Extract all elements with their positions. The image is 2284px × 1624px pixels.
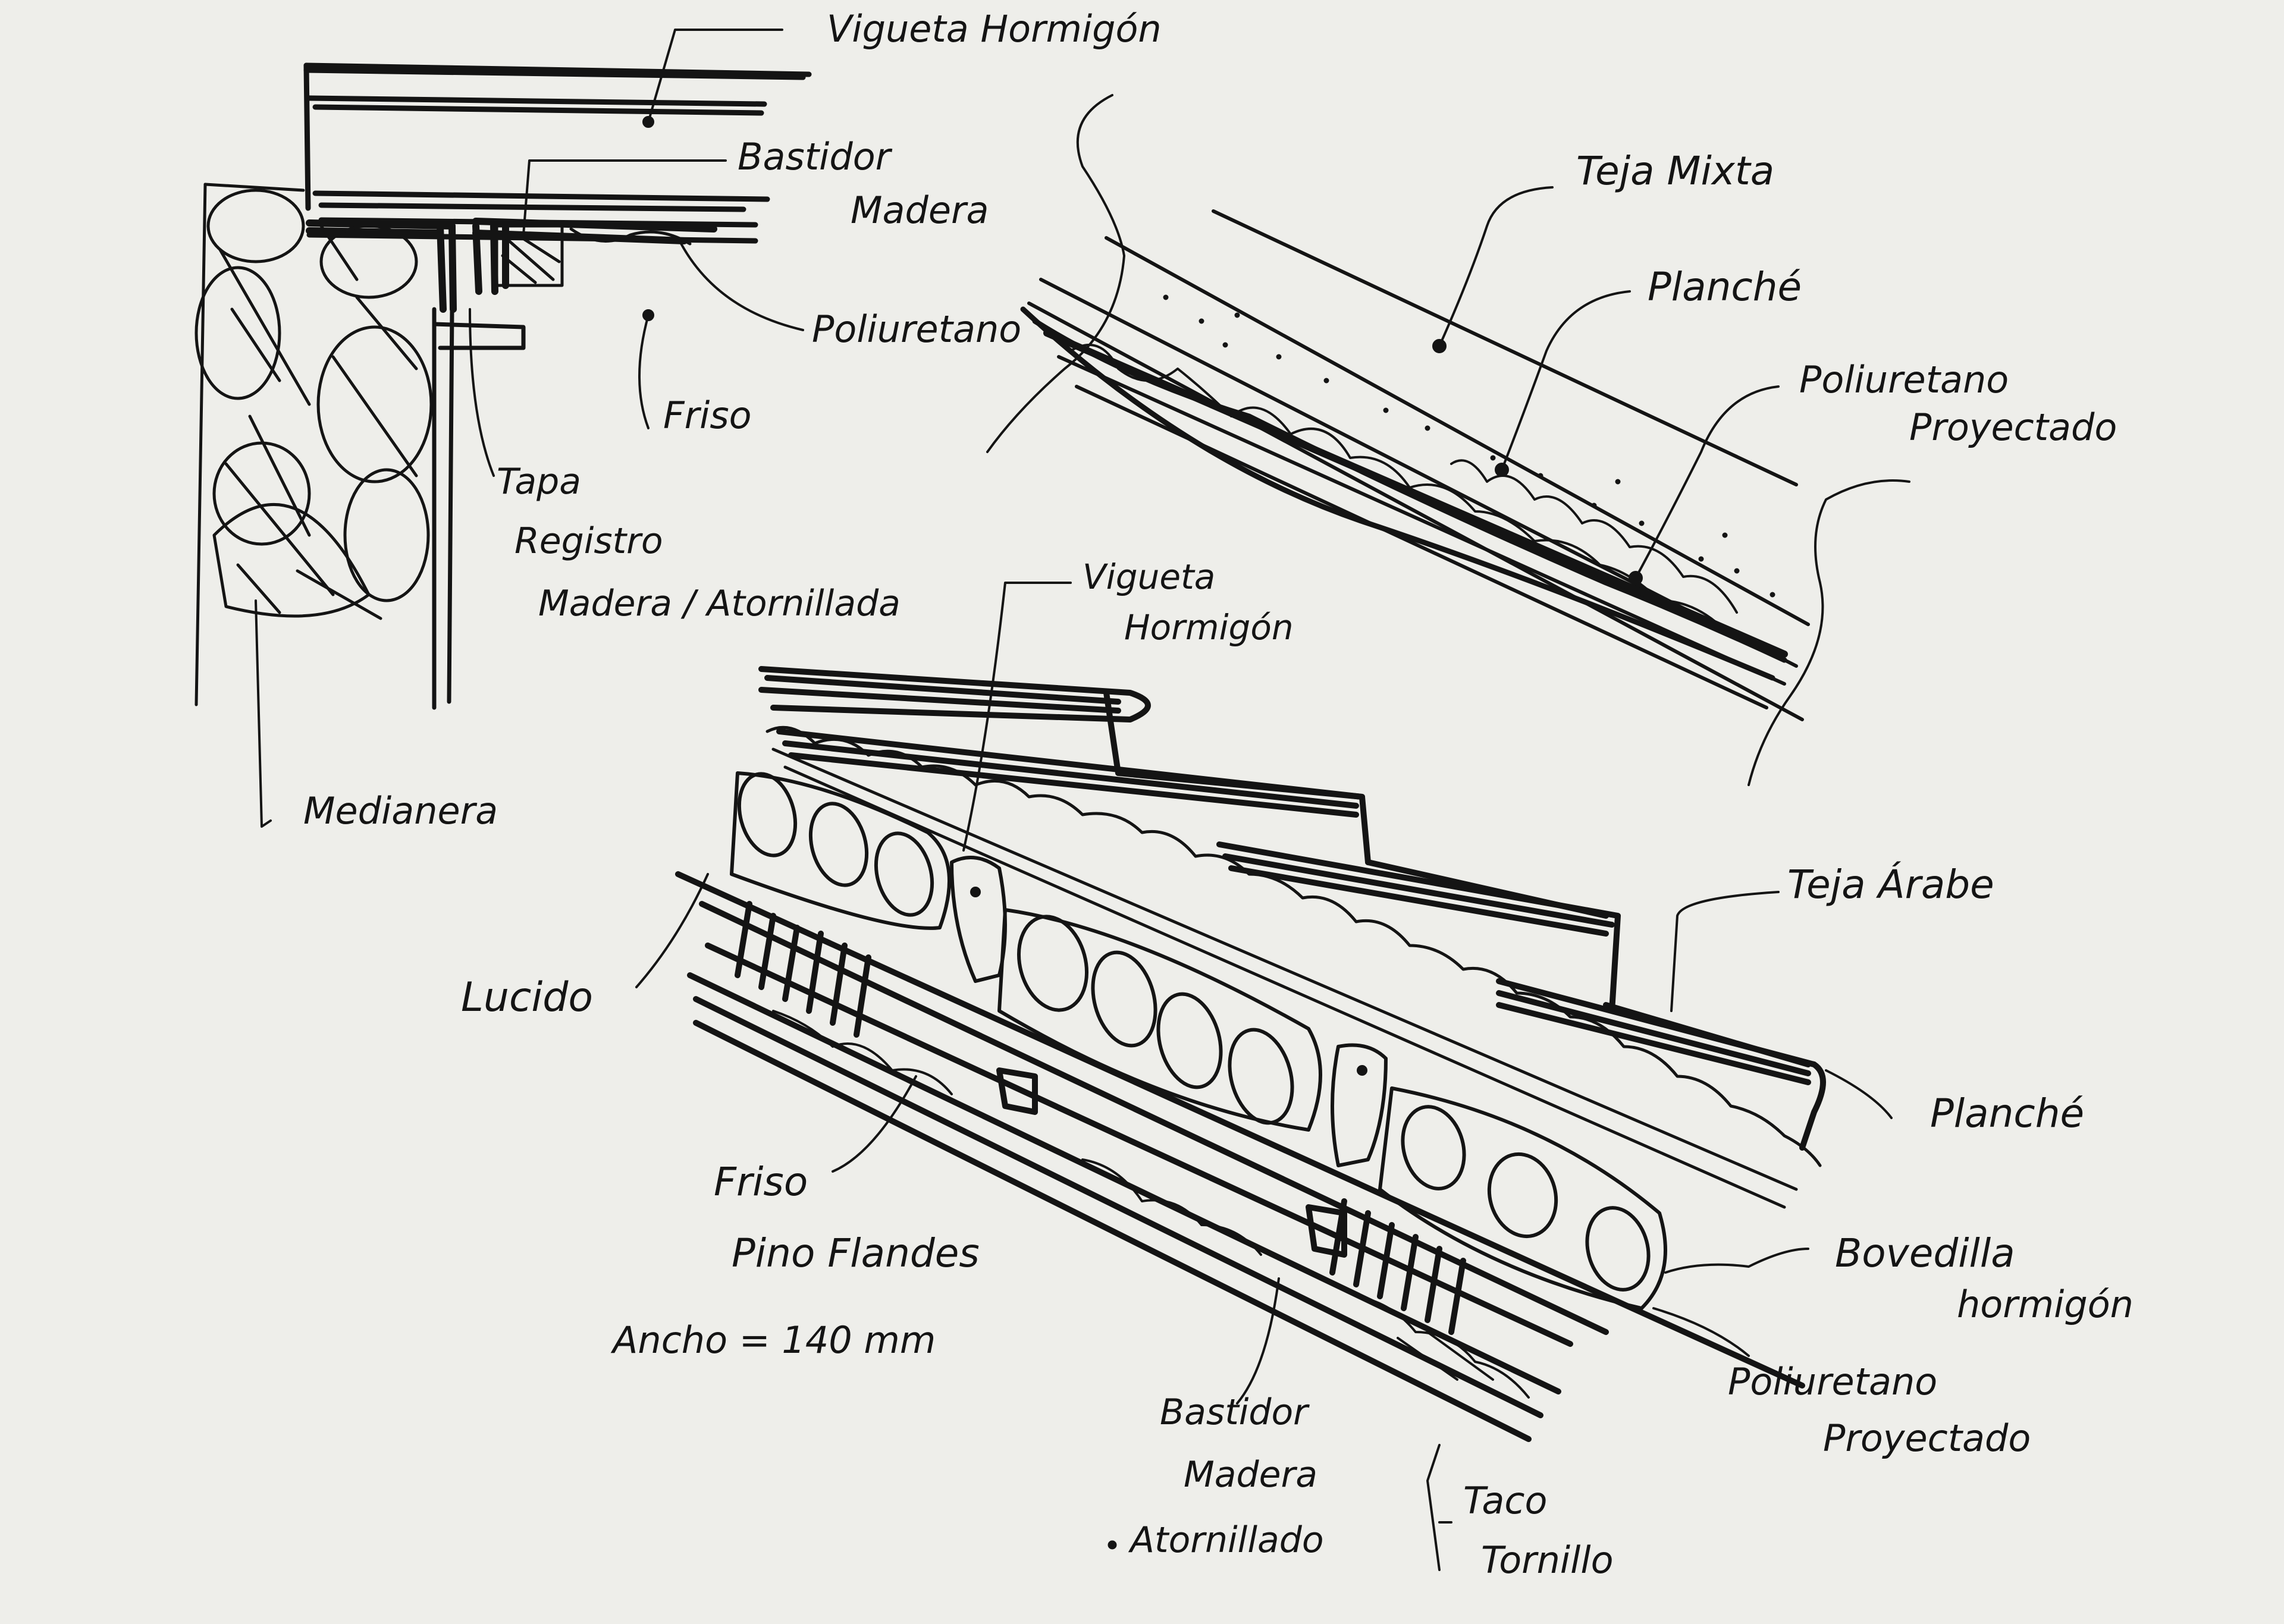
wall-beam: [303, 62, 812, 244]
roof-mixta-breaks: [986, 94, 1910, 786]
wall-leaders: [255, 29, 804, 828]
wall-labels: Vigueta Hormigón Bastidor Madera Poliure…: [303, 7, 1162, 833]
roof-arabe-labels: Vigueta Hormigón Teja Árabe Lucido Planc…: [461, 557, 2134, 1582]
label-bastidor-bottom-1: Bastidor: [1160, 1391, 1310, 1433]
wall-bastidor-block: [495, 224, 692, 287]
roof-arabe-joists: [950, 856, 1388, 1167]
wall-access-cover: [432, 307, 526, 710]
bullet-dot: [1108, 1540, 1117, 1550]
label-tapa-3: Madera / Atornillada: [538, 583, 901, 624]
roof-arabe-planche: [765, 725, 1822, 1209]
label-poliuretano-wall: Poliuretano: [812, 307, 1021, 351]
label-ancho: Ancho = 140 mm: [610, 1318, 936, 1362]
label-medianera: Medianera: [303, 789, 498, 833]
roof-mixta-drawing: [986, 94, 1910, 786]
label-poliuretano-bottom-1: Poliuretano: [1728, 1360, 1937, 1403]
label-bovedilla-2: hormigón: [1957, 1283, 2134, 1326]
label-teja-arabe: Teja Árabe: [1787, 862, 1994, 907]
label-poliuretano-top-1: Poliuretano: [1799, 358, 2009, 401]
label-vigueta-bottom-1: Vigueta: [1083, 557, 1215, 597]
wall-insulation-band: [306, 218, 717, 313]
label-lucido: Lucido: [461, 974, 593, 1021]
label-vigueta-wall: Vigueta Hormigón: [827, 7, 1162, 51]
roof-mixta-labels: Teja Mixta Planché Poliuretano Proyectad…: [1576, 148, 2117, 449]
roof-mixta-scribble: [1069, 344, 1738, 632]
label-taco: Taco: [1463, 1479, 1547, 1522]
roof-arabe-drawing: [635, 582, 1893, 1571]
label-planche-top: Planché: [1648, 264, 1802, 310]
label-bastidor-bottom-2: Madera: [1184, 1454, 1317, 1496]
label-planche-bottom: Planché: [1930, 1091, 2084, 1136]
label-bovedilla-1: Bovedilla: [1835, 1230, 2015, 1276]
roof-arabe-bovedillas: [730, 771, 1667, 1310]
roof-mixta-stipple: [1163, 294, 1775, 598]
label-friso-bottom-2: Pino Flandes: [732, 1230, 980, 1276]
label-tapa-1: Tapa: [497, 461, 581, 502]
wall-party-wall: [194, 183, 433, 706]
label-tornillo: Tornillo: [1481, 1538, 1614, 1582]
roof-arabe-tiles: [758, 666, 1826, 1151]
roof-mixta-leaders: [1432, 186, 1780, 585]
roof-arabe-leaders: [635, 582, 1893, 1571]
roof-arabe-friso-texture: [772, 1010, 1530, 1399]
label-teja-mixta: Teja Mixta: [1576, 148, 1774, 194]
label-bastidor-wall-1: Bastidor: [738, 135, 893, 178]
label-poliuretano-top-2: Proyectado: [1909, 406, 2117, 449]
label-poliuretano-bottom-2: Proyectado: [1823, 1416, 2031, 1460]
label-vigueta-bottom-2: Hormigón: [1124, 607, 1294, 648]
label-bastidor-bottom-3: Atornillado: [1128, 1519, 1324, 1561]
label-friso-wall: Friso: [663, 394, 752, 437]
label-friso-bottom-1: Friso: [714, 1159, 808, 1205]
label-bastidor-wall-2: Madera: [851, 189, 989, 232]
wall-section-drawing: [194, 29, 812, 828]
label-tapa-2: Registro: [514, 520, 663, 562]
